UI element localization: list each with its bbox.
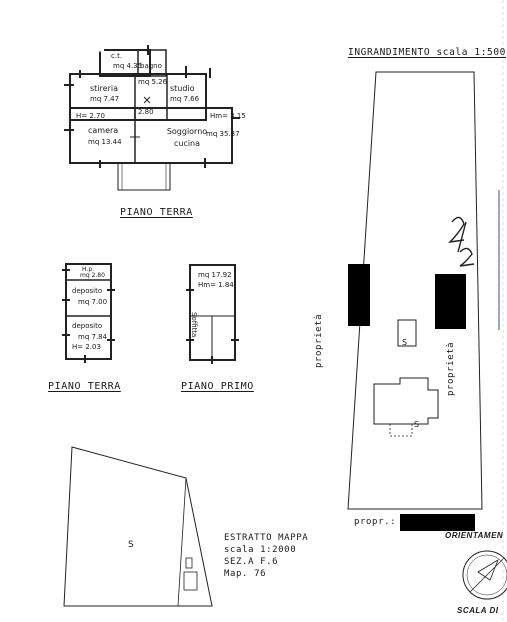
annex-first-room: Soffitta [190, 312, 198, 338]
annex-hp-area: mq 2.80 [80, 272, 105, 279]
annex-footprint [397, 319, 417, 347]
annex-height: H= 2.03 [72, 343, 101, 351]
annex-deposito1-name: deposito [72, 287, 103, 295]
annex-deposito1-area: mq 7.00 [78, 298, 108, 306]
wall-upper-block [69, 73, 207, 121]
wall-ct [99, 49, 151, 77]
ground-floor-title: PIANO TERRA [120, 207, 193, 218]
room-stireria-area: mq 7.47 [90, 95, 120, 103]
redaction-owner [400, 514, 475, 531]
annex-first-floor-drawing [186, 264, 239, 364]
room-camera-name: camera [88, 126, 119, 135]
wall-lower-block [69, 107, 233, 164]
annex-first-area: mq 17.92 [198, 271, 232, 279]
orientation-label: ORIENTAMEN [445, 531, 504, 540]
scale-label: SCALA DI [457, 606, 499, 615]
room-studio-area: mq 7.66 [170, 95, 200, 103]
room-ct-area: mq 4.35 [113, 62, 143, 70]
property-left-label: proprietà [314, 313, 324, 368]
redaction-right [435, 274, 466, 329]
annex-deposito2-area: mq 7.84 [78, 333, 108, 341]
room-stireria-name: stireria [90, 84, 118, 93]
height-corridor: 2.80 [138, 108, 154, 116]
ground-floor-plan-drawing [64, 45, 240, 191]
annex-ground-floor-drawing [62, 263, 115, 363]
map-parcel-symbol: S [128, 540, 134, 550]
map-extract-line-scale: scala 1:2000 [224, 545, 297, 555]
wall-bagno [137, 49, 167, 77]
room-soggiorno-name: Soggiorno cucina [166, 127, 208, 148]
map-extract-block: ESTRATTO MAPPA scala 1:2000 SEZ.A F.6 Ma… [224, 532, 308, 580]
annex-ground-title: PIANO TERRA [48, 381, 121, 392]
redaction-left [348, 264, 370, 326]
house-footprint [373, 377, 439, 425]
height-ground-floor: H= 2.70 [76, 112, 105, 120]
map-extract-line-title: ESTRATTO MAPPA [224, 533, 309, 543]
enlargement-parcel-drawing [347, 71, 483, 510]
annex-first-height: Hm= 1.84 [198, 281, 234, 289]
owner-label: propr.: [354, 517, 397, 527]
room-bagno-name: bagno [140, 62, 162, 70]
room-soggiorno-area: mq 35.37 [206, 130, 240, 138]
map-extract-parcel-drawing [63, 446, 213, 607]
house-parcel-symbol: S [414, 420, 420, 429]
annex-deposito2-name: deposito [72, 322, 103, 330]
map-extract-line-section: SEZ.A F.6 [224, 557, 279, 567]
map-extract-line-map: Map. 76 [224, 569, 267, 579]
room-ct-name: c.t. [111, 52, 123, 60]
enlargement-title: INGRANDIMENTO scala 1:500 [348, 47, 506, 58]
annex-parcel-symbol: S [402, 338, 408, 347]
room-disimpegno-area: mq 5.26 [138, 78, 168, 86]
annex-hp-name: H.p. [82, 266, 95, 273]
sheet-number-handwriting [448, 216, 475, 267]
room-studio-name: studio [170, 84, 195, 93]
height-living: Hm= 3.15 [210, 112, 246, 120]
room-camera-area: mq 13.44 [88, 138, 122, 146]
annex-first-title: PIANO PRIMO [181, 381, 254, 392]
compass-rose [462, 550, 507, 600]
property-right-label: proprietà [446, 341, 456, 396]
